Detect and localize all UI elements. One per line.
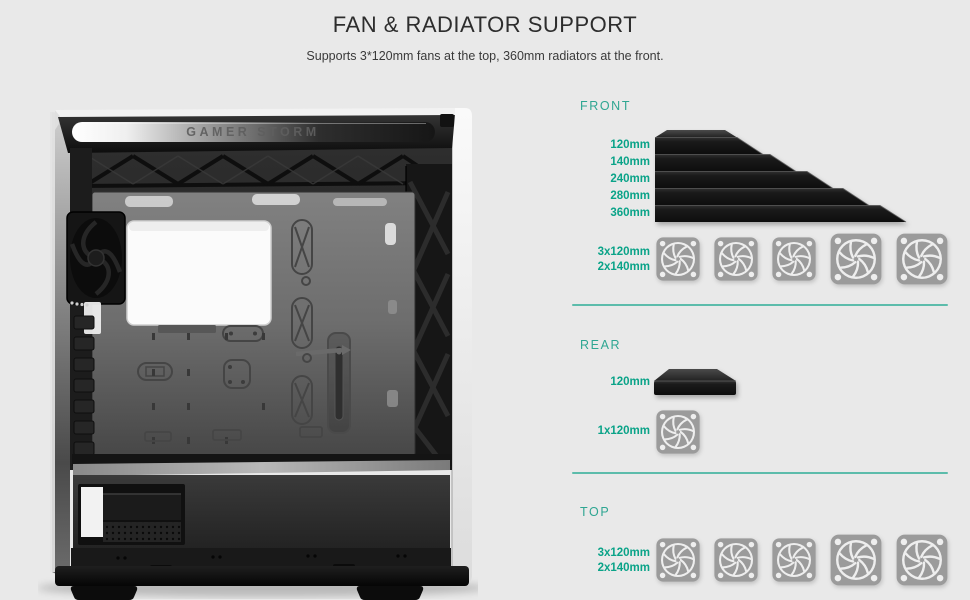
radiator-140mm-bar: [655, 154, 796, 172]
top-fan-count-label: 3x120mm 2x140mm: [560, 546, 650, 576]
cable-slot: [125, 196, 173, 207]
case-base: [55, 548, 469, 600]
brand-pill: [72, 122, 435, 142]
fan-count-line: 2x140mm: [597, 261, 650, 273]
radiator-280mm-bar: [655, 188, 869, 206]
fan-count-line: 3x120mm: [597, 246, 650, 258]
rivets: [116, 554, 407, 560]
shroud-edge-highlight: [73, 460, 450, 476]
front-section-heading: FRONT: [580, 99, 632, 113]
left-frame-highlight: [50, 112, 55, 572]
radiator-size-label: 240mm: [610, 173, 650, 185]
case-foot: [70, 586, 138, 600]
fan-count-line: 2x140mm: [597, 562, 650, 574]
fan-icon-120mm: [771, 235, 817, 283]
case-front-frame: [452, 108, 472, 583]
rear-radiator-bar: [654, 369, 736, 395]
radiator-size-label: 360mm: [610, 207, 650, 219]
gpu-bracket: [295, 332, 351, 434]
top-section-heading: TOP: [580, 505, 611, 519]
light-slot: [388, 300, 397, 314]
front-fan-row: [655, 232, 949, 286]
top-bar-corner: [440, 114, 454, 127]
radiator-360mm-bar: [655, 205, 906, 222]
fan-icon-120mm: [655, 408, 701, 456]
psu-opening: [78, 484, 185, 545]
radiator-120mm-bar: [655, 137, 763, 155]
case-left-frame: [52, 112, 70, 580]
cable-slot: [252, 194, 300, 205]
radiator-size-label: 280mm: [610, 190, 650, 202]
front-fan-count-label: 3x120mm 2x140mm: [560, 245, 650, 275]
page-title: FAN & RADIATOR SUPPORT: [332, 12, 638, 37]
radiator-240mm-bar: [655, 171, 833, 189]
fan-icon-120mm: [713, 536, 759, 584]
section-divider: [572, 304, 948, 306]
window-bracket: [158, 325, 216, 333]
radiator-size-label: 140mm: [610, 156, 650, 168]
fan-icon-120mm: [771, 536, 817, 584]
cable-slot: [333, 198, 387, 206]
rear-panel-interior: [66, 148, 126, 470]
fan-icon-140mm: [895, 232, 949, 286]
section-divider: [572, 472, 948, 474]
radiator-120mm-bar: [654, 381, 736, 395]
rear-fan-count-label: 1x120mm: [560, 424, 650, 439]
light-slot: [387, 390, 398, 407]
radiator-size-label: 120mm: [610, 139, 650, 151]
case-foot: [356, 586, 424, 600]
fan-icon-140mm: [829, 533, 883, 587]
rear-radiator-label: 120mm: [610, 376, 650, 388]
top-fan-row: [655, 533, 949, 587]
x-vents: [291, 219, 313, 425]
rear-exhaust-fan: [66, 211, 126, 305]
case-illustration: GAMER STORM: [38, 86, 478, 600]
tray-cutouts: [137, 276, 312, 389]
fan-icon-140mm: [829, 232, 883, 286]
fan-icon-120mm: [655, 235, 701, 283]
rear-fan-row: [655, 408, 701, 456]
front-radiator-labels: 120mm 140mm 240mm 280mm 360mm: [565, 137, 650, 222]
led-dots: [70, 301, 89, 307]
top-corner: [55, 110, 62, 130]
fan-icon-120mm: [655, 536, 701, 584]
psu-shroud: [72, 454, 452, 548]
cpu-cutout-window: [126, 220, 272, 326]
fan-icon-120mm: [713, 235, 759, 283]
fan-count-line: 3x120mm: [597, 547, 650, 559]
radiator-top-face: [654, 369, 736, 381]
lower-cutouts: [144, 426, 323, 442]
fan-icon-140mm: [895, 533, 949, 587]
case-brand-logo: GAMER STORM: [186, 125, 319, 139]
motherboard-tray: [91, 191, 416, 457]
radiator-top-face: [655, 130, 737, 138]
front-radiator-stack: [655, 130, 907, 223]
pc-case-image: GAMER STORM: [38, 108, 478, 600]
rear-section-heading: REAR: [580, 338, 622, 352]
pci-slot-covers: [73, 315, 95, 456]
light-slot: [385, 223, 396, 245]
fan-count-line: 1x120mm: [597, 425, 650, 437]
page-subtitle: Supports 3*120mm fans at the top, 360mm …: [306, 49, 664, 63]
